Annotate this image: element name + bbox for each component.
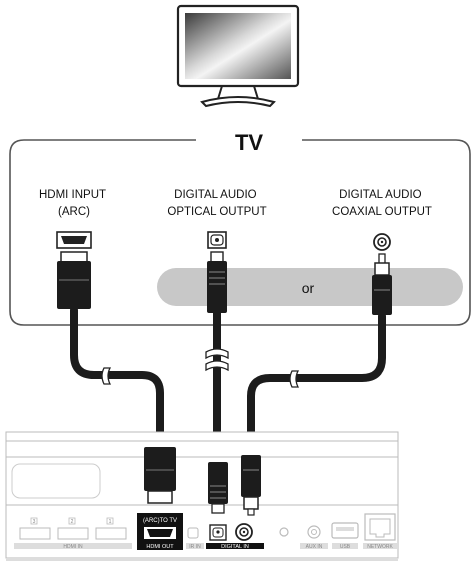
hdmi-in-ports: 3 2 1 HDMI IN	[14, 517, 132, 550]
aux-in-port: AUX IN	[300, 525, 328, 550]
tv-panel-outline	[9, 139, 471, 326]
hdmi-plug-top-icon	[57, 251, 91, 309]
coaxial-output-label: DIGITAL AUDIO COAXIAL OUTPUT	[332, 189, 432, 218]
usb-label: USB	[340, 544, 351, 550]
aux-in-label: AUX IN	[306, 544, 323, 550]
tv-hdmi-port-icon	[56, 231, 92, 249]
hdmi-out-arc-port: (ARC)TO TV HDMI OUT	[137, 513, 183, 550]
digital-in-ports: DIGITAL IN	[206, 523, 264, 550]
small-jack-icon	[279, 527, 289, 537]
hdmi-cable	[70, 306, 164, 449]
hdmi-input-label-line1: HDMI INPUT	[39, 189, 106, 201]
coaxial-plug-top-icon	[372, 253, 392, 315]
ir-in-label: IR IN	[189, 544, 201, 550]
hdmi-out-arc-label: (ARC)TO TV	[143, 518, 177, 524]
optical-plug-top-icon	[207, 251, 227, 313]
digital-in-label: DIGITAL IN	[221, 544, 249, 550]
hdmi-input-label-line2: (ARC)	[58, 206, 90, 218]
optical-output-label-line2: OPTICAL OUTPUT	[167, 206, 266, 218]
optical-plug-bottom-icon	[208, 462, 228, 514]
receiver-body	[5, 431, 399, 561]
coaxial-cable	[247, 312, 386, 459]
hdmi-plug-bottom-icon	[144, 447, 176, 504]
tv-monitor-icon	[176, 4, 300, 108]
coaxial-output-label-line1: DIGITAL AUDIO	[339, 189, 421, 201]
or-label: or	[302, 280, 315, 296]
ir-in-port: IR IN	[186, 527, 204, 550]
hdmi-input-label: HDMI INPUT (ARC)	[39, 189, 109, 218]
tv-title: TV	[235, 130, 263, 155]
cable-break-marks	[101, 348, 300, 388]
network-label: NETWORK	[367, 544, 393, 550]
hdmi-out-label: HDMI OUT	[146, 544, 174, 550]
hdmi-in-3-label: 3	[33, 519, 36, 525]
network-port: NETWORK	[363, 513, 397, 550]
coaxial-output-label-line2: COAXIAL OUTPUT	[332, 206, 432, 218]
coaxial-plug-bottom-icon	[241, 455, 261, 516]
hdmi-in-2-label: 2	[71, 519, 74, 525]
tv-coaxial-port-icon	[373, 233, 391, 251]
hdmi-in-label: HDMI IN	[63, 544, 83, 550]
hdmi-in-port-2-icon: 2	[57, 517, 89, 540]
hdmi-in-port-1-icon: 1	[95, 517, 127, 540]
optical-output-label-line1: DIGITAL AUDIO	[174, 189, 256, 201]
hdmi-in-port-3-icon: 3	[19, 517, 51, 540]
usb-port: USB	[331, 522, 359, 550]
tv-optical-port-icon	[207, 231, 227, 249]
coaxial-in-port-icon	[235, 523, 253, 541]
hdmi-in-1-label: 1	[109, 519, 112, 525]
optical-in-port-icon	[209, 524, 227, 541]
optical-output-label: DIGITAL AUDIO OPTICAL OUTPUT	[167, 189, 266, 218]
